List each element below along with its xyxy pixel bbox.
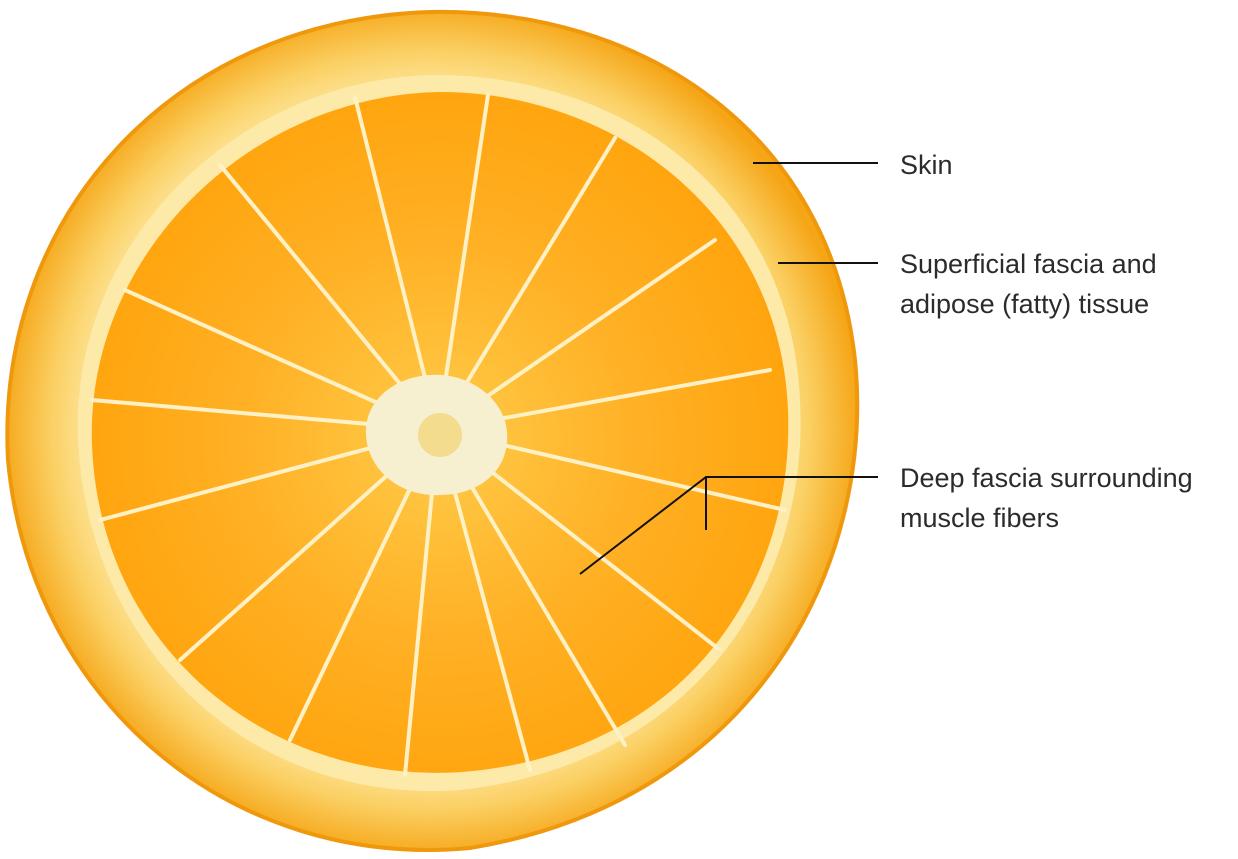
superficial-fascia-label-line1: Superficial fascia and <box>900 244 1157 284</box>
superficial-fascia-label-line2: adipose (fatty) tissue <box>900 284 1149 324</box>
deep-fascia-label-line1: Deep fascia surrounding <box>900 458 1193 498</box>
core-speck <box>418 413 462 457</box>
deep-fascia-label-line2: muscle fibers <box>900 498 1059 538</box>
skin-label: Skin <box>900 145 953 185</box>
